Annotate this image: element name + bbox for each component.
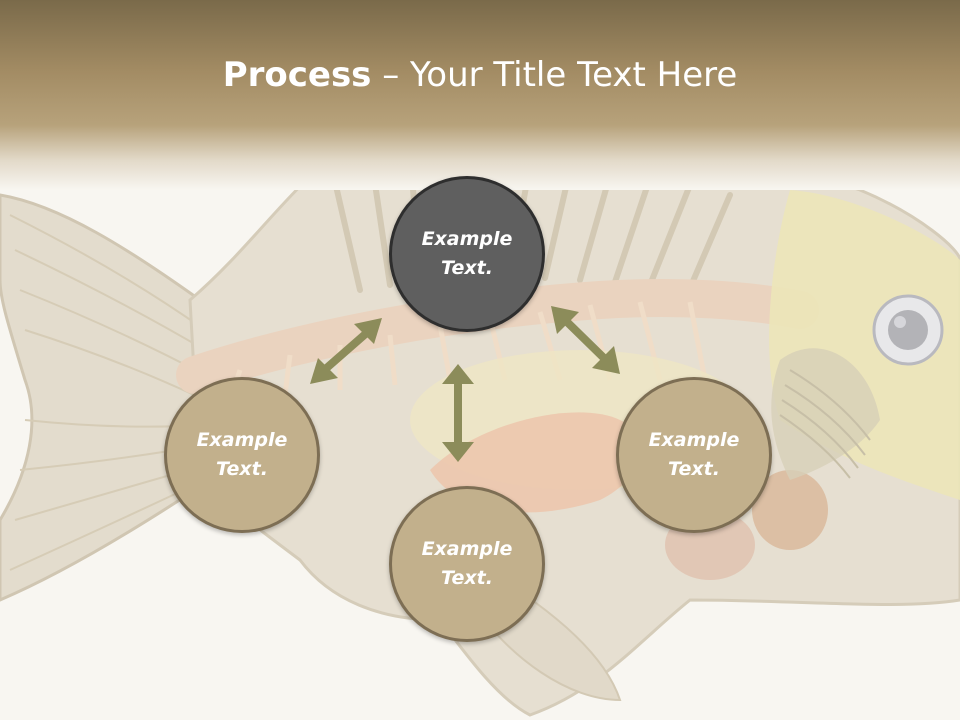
node-text: Example Text. <box>421 228 513 279</box>
connector-arrows <box>310 306 620 462</box>
node-text: Example Text. <box>648 429 740 480</box>
process-node-right: Example Text. <box>616 377 772 533</box>
title-banner <box>0 0 960 190</box>
node-text: Example Text. <box>196 429 288 480</box>
process-node-top: Example Text. <box>389 176 545 332</box>
process-node-left: Example Text. <box>164 377 320 533</box>
title-strong: Process <box>222 55 372 95</box>
node-text: Example Text. <box>421 538 513 589</box>
slide-title: Process – Your Title Text Here <box>0 52 960 98</box>
title-rest: – Your Title Text Here <box>371 55 738 95</box>
process-node-bottom: Example Text. <box>389 486 545 642</box>
